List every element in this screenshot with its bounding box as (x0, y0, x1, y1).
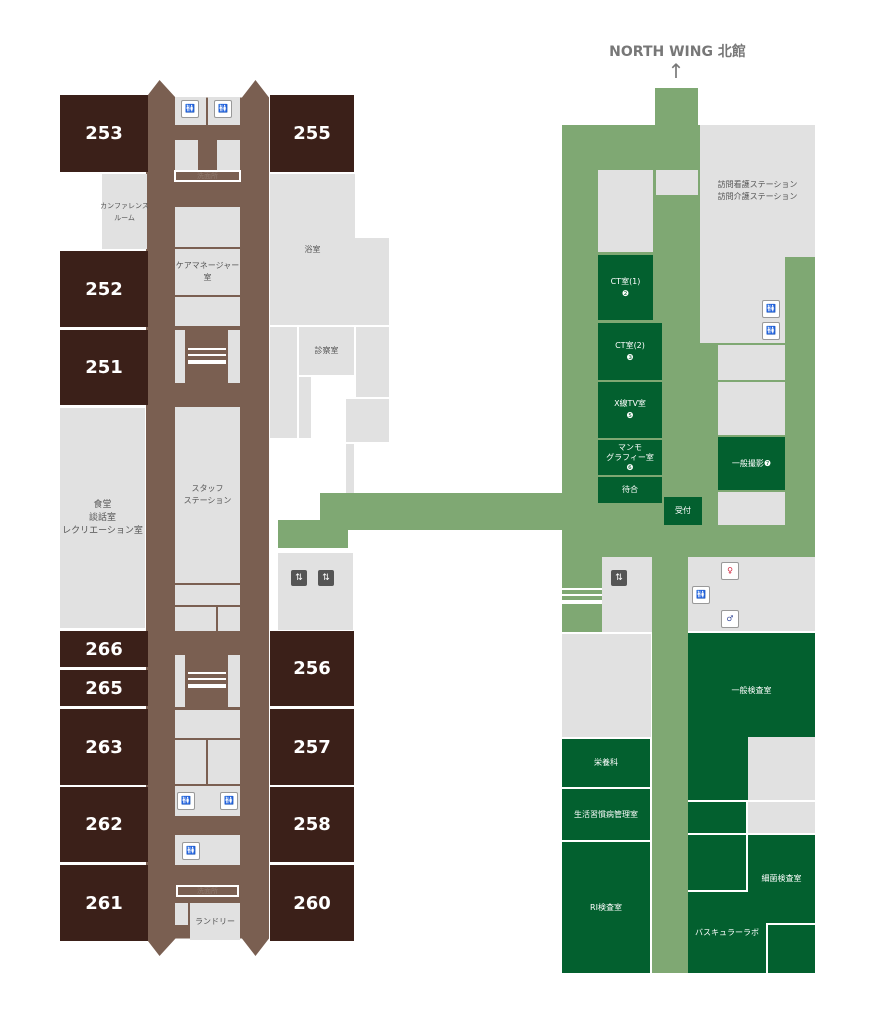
small-room (718, 382, 785, 435)
stairs-icon (188, 348, 226, 364)
small-room (718, 345, 785, 380)
stairs-icon (562, 588, 602, 604)
lab-room (768, 925, 815, 973)
accessible-restroom-icon: 🚻 (214, 100, 232, 118)
green-corridor (562, 555, 602, 632)
small-room (217, 140, 240, 170)
restroom-icon: 🚻 (762, 300, 780, 318)
small-room (718, 492, 785, 525)
dining-room[interactable]: 食堂 談話室 レクリエーション室 (60, 408, 145, 628)
restroom-icon: 🚻 (762, 322, 780, 340)
accessible-restroom-icon: 🚻 (692, 586, 710, 604)
washroom[interactable]: 洗面所 (174, 170, 241, 182)
room-266[interactable]: 266 (60, 631, 148, 667)
xray-tv-room[interactable]: X線TV室 ❺ (598, 382, 662, 438)
washroom[interactable]: 洗面所 (176, 885, 239, 897)
room-261[interactable]: 261 (60, 865, 148, 941)
small-room (598, 170, 653, 252)
reception[interactable]: 受付 (664, 497, 702, 525)
small-room (175, 607, 216, 631)
connector-corridor (320, 493, 565, 530)
small-room (218, 607, 240, 631)
visiting-nursing-station[interactable]: 訪問看護ステーション 訪問介護ステーション (700, 125, 815, 257)
small-room (175, 740, 206, 784)
mammography-room[interactable]: マンモ グラフィー室 ❻ (598, 440, 662, 475)
room-260[interactable]: 260 (270, 865, 354, 941)
small-room (175, 207, 240, 247)
female-restroom-icon: ♀ (721, 562, 739, 580)
elevator-hall (278, 553, 353, 630)
green-corridor-north (655, 88, 698, 128)
small-room (562, 634, 651, 737)
waiting-area[interactable]: 待合 (598, 477, 662, 503)
connector-corridor (278, 520, 348, 548)
staff-station[interactable]: スタッフ ステーション (175, 407, 240, 583)
small-room (175, 140, 198, 170)
small-room (175, 297, 240, 326)
ri-lab[interactable]: RI検査室 (562, 842, 650, 973)
accessible-restroom-icon: 🚻 (181, 100, 199, 118)
nutrition-dept[interactable]: 栄養科 (562, 739, 650, 787)
bath-room[interactable]: 浴室 (270, 174, 355, 325)
small-room (175, 710, 240, 738)
general-xray-room[interactable]: 一般撮影❼ (718, 437, 785, 490)
small-room (175, 903, 188, 925)
small-room (748, 737, 815, 800)
small-room (299, 377, 311, 438)
room-256[interactable]: 256 (270, 631, 354, 706)
laundry[interactable]: ランドリー (190, 903, 240, 940)
exam-room[interactable]: 診察室 (299, 327, 354, 375)
lifestyle-disease-room[interactable]: 生活習慣病管理室 (562, 789, 650, 840)
elevator-icon: ⇅ (291, 570, 307, 586)
room-253[interactable]: 253 (60, 95, 148, 172)
small-room (356, 327, 389, 397)
conference-room[interactable]: カンファレンス ルーム (100, 174, 149, 249)
vascular-lab[interactable]: バスキュラーラボ (688, 892, 766, 973)
male-restroom-icon: ♂ (721, 610, 739, 628)
small-room (346, 444, 354, 494)
room-262[interactable]: 262 (60, 787, 148, 862)
room-257[interactable]: 257 (270, 709, 354, 785)
arrow-up-icon: ↑ (667, 59, 685, 83)
small-room (208, 740, 240, 784)
stairs-icon (188, 672, 226, 688)
small-room (748, 802, 815, 833)
ct-room-2[interactable]: CT室(2) ❸ (598, 323, 662, 380)
small-room (270, 327, 297, 438)
elevator-icon: ⇅ (611, 570, 627, 586)
small-room (656, 170, 698, 195)
green-corridor-south (652, 555, 688, 973)
small-room (228, 655, 240, 707)
small-room (175, 330, 185, 383)
elevator-hall (602, 557, 652, 632)
accessible-restroom-icon: 🚻 (177, 792, 195, 810)
room-263[interactable]: 263 (60, 709, 148, 785)
bath-annex (355, 238, 389, 325)
small-room (228, 330, 240, 383)
elevator-icon: ⇅ (318, 570, 334, 586)
small-room (175, 655, 185, 707)
north-wing-label: NORTH WING 北館 (609, 44, 746, 60)
room-255[interactable]: 255 (270, 95, 354, 172)
small-room (346, 399, 389, 442)
small-room (175, 585, 240, 605)
lab-room (688, 835, 746, 890)
room-265[interactable]: 265 (60, 670, 148, 706)
room-252[interactable]: 252 (60, 251, 148, 327)
accessible-restroom-icon: 🚻 (182, 842, 200, 860)
general-lab-label: 一般検査室 (731, 686, 772, 695)
room-258[interactable]: 258 (270, 787, 354, 862)
ct-room-1[interactable]: CT室(1) ❷ (598, 255, 653, 320)
lab-room (688, 802, 746, 833)
accessible-restroom-icon: 🚻 (220, 792, 238, 810)
care-manager-room[interactable]: ケアマネージャー室 (175, 249, 240, 295)
room-251[interactable]: 251 (60, 330, 148, 405)
